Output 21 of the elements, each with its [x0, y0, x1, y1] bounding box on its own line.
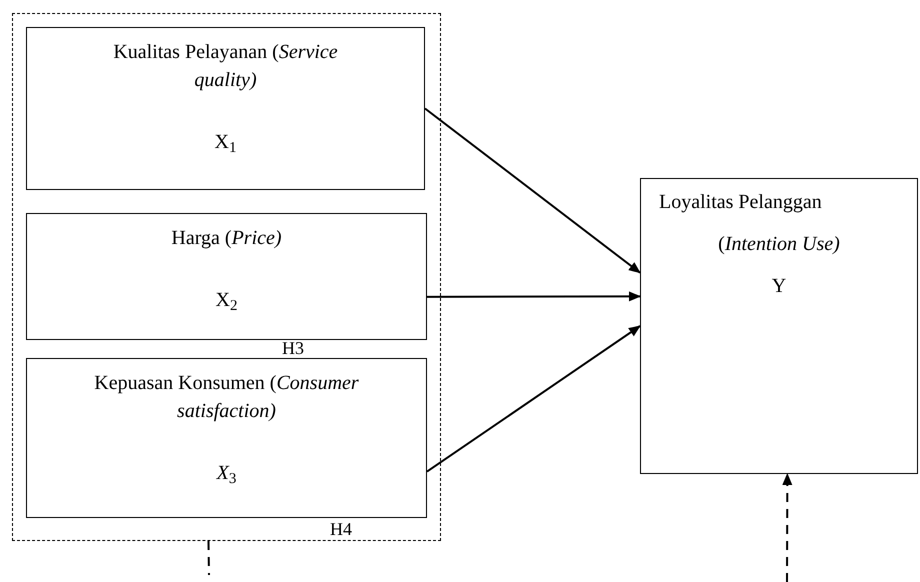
- variable-box: [26, 213, 427, 340]
- arrow: [427, 291, 641, 302]
- node-text: X$_{2}$: [216, 288, 238, 314]
- variable-box: [640, 178, 918, 474]
- variable-box: [26, 27, 425, 190]
- arrow: [424, 108, 641, 274]
- node-text: X$_{3}$: [216, 461, 236, 487]
- node-text: (Intention Use): [717, 232, 841, 257]
- connector-line: [207, 540, 210, 576]
- hypothesis-label: H4: [330, 519, 352, 539]
- hypothesis-label: H3: [282, 338, 304, 358]
- node-text: X$_{1}$: [214, 130, 236, 156]
- variable-box: [26, 358, 427, 518]
- dashed-group-box: [12, 13, 441, 541]
- node-text: Kepuasan Konsumen (Consumer satisfaction): [93, 371, 360, 424]
- node-text: Harga (Price): [171, 226, 282, 251]
- node-text: Loyalitas Pelanggan: [659, 190, 823, 215]
- arrow: [426, 325, 641, 472]
- node-text: Kualitas Pelayanan (Service quality): [112, 40, 339, 93]
- arrow: [782, 473, 792, 582]
- node-text: Y: [770, 274, 788, 299]
